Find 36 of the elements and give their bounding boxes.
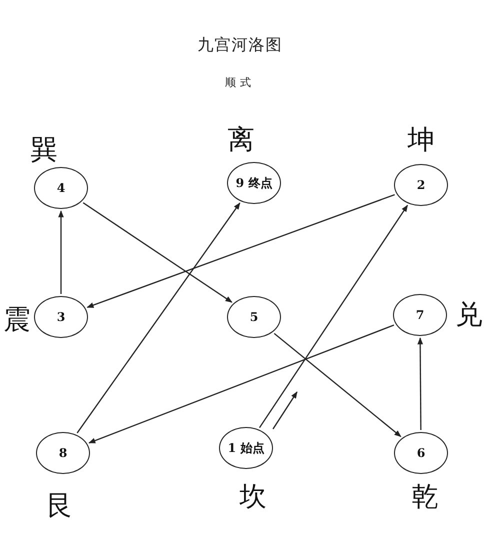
trigram-label: 艮 xyxy=(46,492,74,520)
ellipse-node xyxy=(394,432,448,474)
node-number: 1 始点 xyxy=(228,440,264,456)
trigram-label: 兑 xyxy=(456,302,482,328)
node-number: 9 终点 xyxy=(236,174,272,192)
arrow xyxy=(82,202,232,303)
node-number: 3 xyxy=(56,310,66,324)
ellipse-node xyxy=(393,294,447,336)
trigram-label: 离 xyxy=(228,126,254,154)
ellipse-node xyxy=(227,162,281,204)
arrow xyxy=(259,204,408,428)
node-number: 4 xyxy=(56,181,66,195)
ellipse-node xyxy=(36,432,90,474)
arrow xyxy=(86,194,395,308)
trigram-label: 巽 xyxy=(30,136,58,164)
ellipse-node xyxy=(227,296,281,338)
diagram-title: 九宫河洛图 xyxy=(198,35,282,56)
ellipse-node xyxy=(34,296,88,338)
arrow xyxy=(417,337,423,430)
trigram-label: 坎 xyxy=(240,484,266,510)
node-number: 8 xyxy=(58,446,68,460)
node-number: 2 xyxy=(416,178,426,192)
trigram-label: 坤 xyxy=(408,126,434,154)
trigram-label: 震 xyxy=(4,306,30,334)
ellipse-node xyxy=(219,427,273,469)
arrow xyxy=(88,324,394,444)
node-number: 7 xyxy=(416,308,424,322)
trigram-label: 乾 xyxy=(412,484,438,510)
node-number: 5 xyxy=(250,310,258,324)
arrow xyxy=(76,202,240,434)
arrow xyxy=(58,210,64,294)
node-number: 6 xyxy=(416,446,426,460)
ellipse-node xyxy=(394,164,448,206)
ellipse-node xyxy=(34,167,88,209)
subtitle: 顺式 xyxy=(225,75,255,90)
arrow xyxy=(274,332,402,438)
